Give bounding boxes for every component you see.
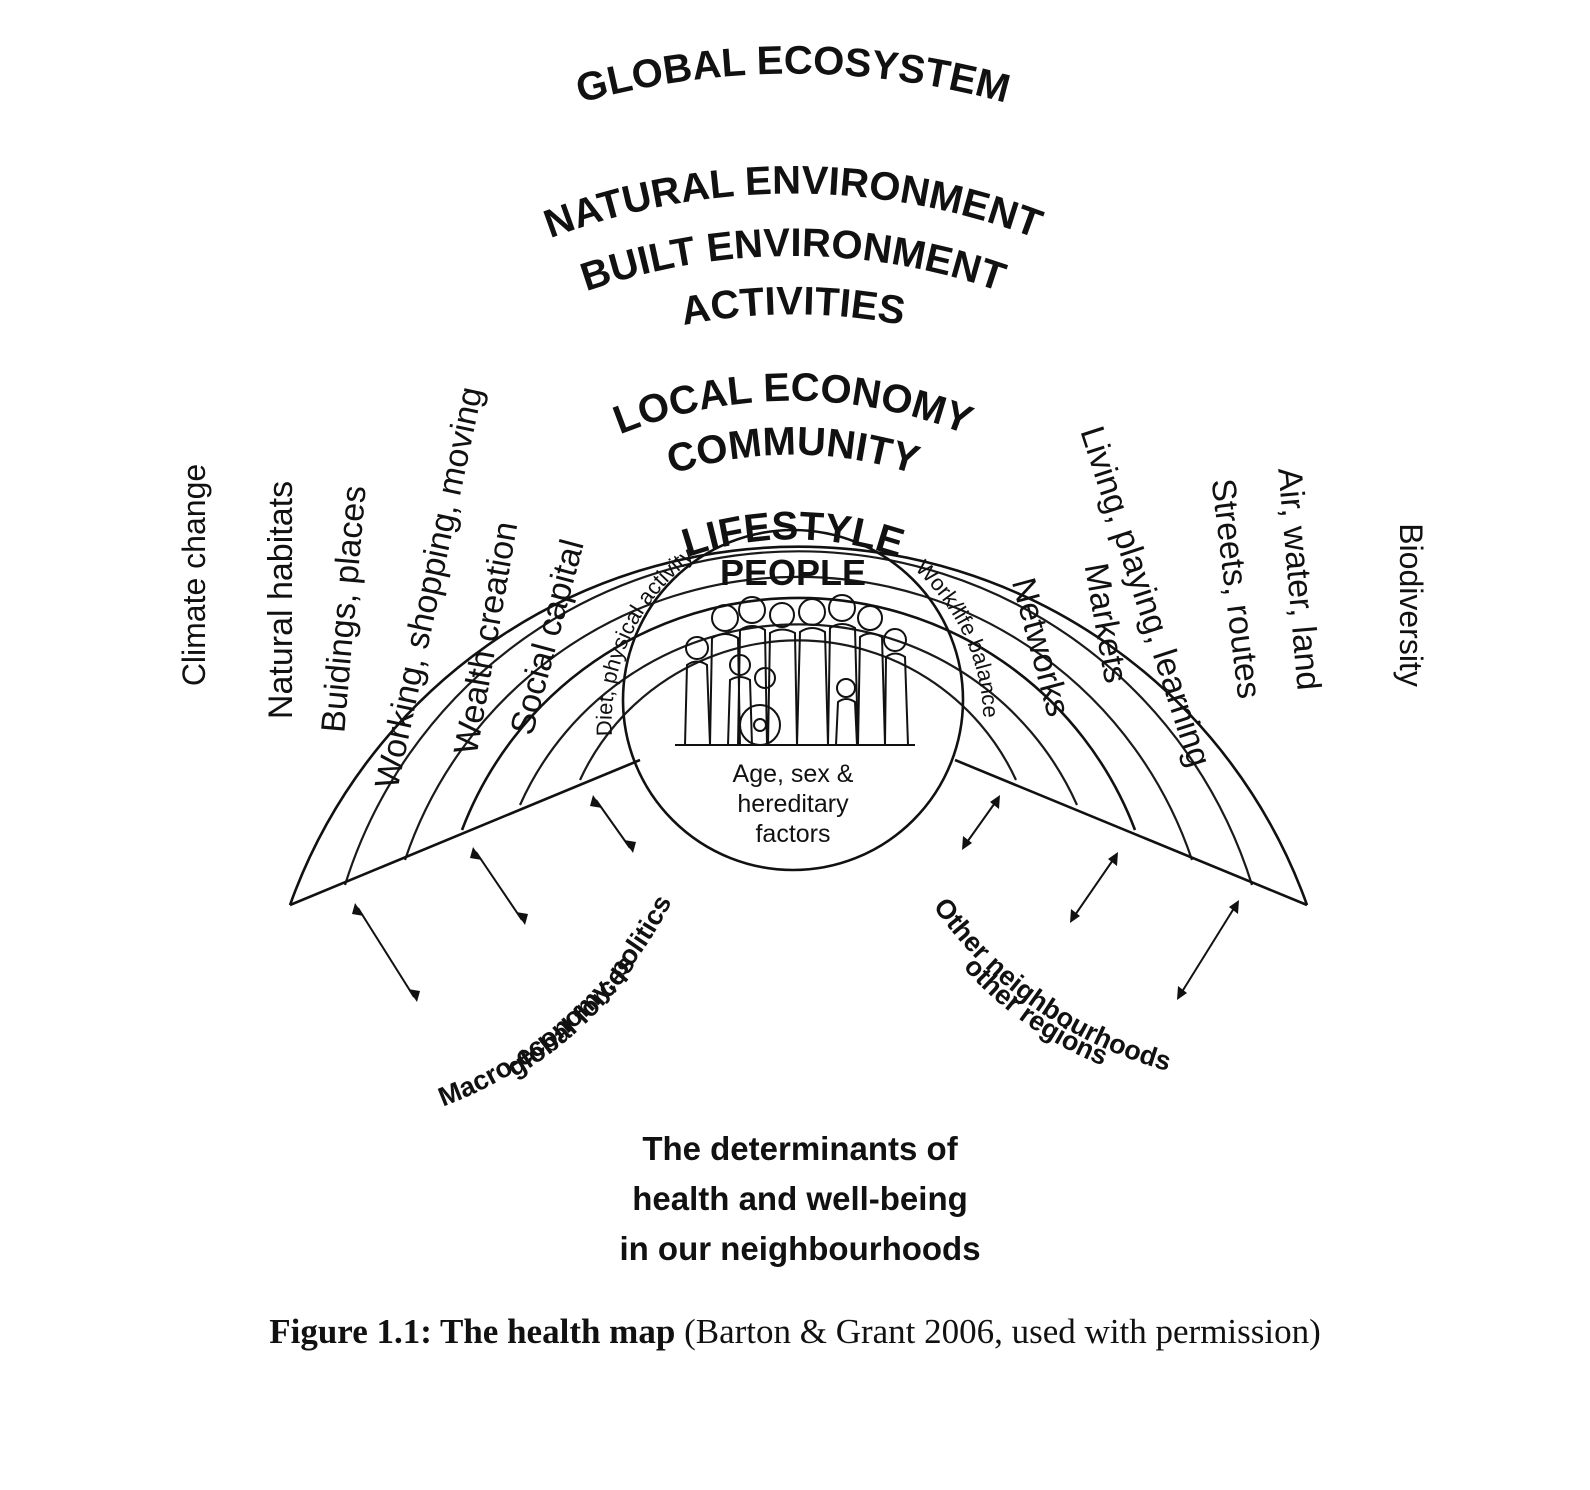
determinants-line3: in our neighbourhoods [619, 1230, 980, 1267]
macro-economy-label: Macro-economy, politics [434, 890, 677, 1112]
double-arrow-icon [352, 903, 420, 1002]
diet-activity-label: Diet, physical activity [592, 542, 698, 736]
ring-community-inner [579, 639, 1017, 781]
double-arrow-icon [590, 795, 636, 853]
double-arrow-icon [962, 795, 1000, 850]
right-base-line [954, 758, 1308, 907]
double-arrows [352, 795, 1239, 1002]
people-group-illustration [675, 594, 915, 746]
figure-caption-title: Figure 1.1: The health map [269, 1312, 676, 1351]
ring-economy-inner [518, 623, 1079, 806]
determinants-line1: The determinants of [642, 1130, 958, 1167]
community-label: COMMUNITY [662, 419, 925, 482]
activities-label: ACTIVITIES [678, 279, 909, 334]
people-sub-line1: Age, sex & [733, 760, 854, 788]
double-arrow-icon [1177, 900, 1239, 1000]
people-circle [621, 528, 965, 872]
ring-natural-outer [288, 545, 1309, 906]
natural-habitats-label: Natural habitats [262, 481, 300, 719]
people-title: PEOPLE [720, 552, 866, 593]
other-regions-label: other regions [958, 951, 1112, 1071]
global-ecosystem-label: GLOBAL ECOSYSTEM [572, 39, 1015, 112]
biodiversity-label: Biodiversity [1393, 523, 1429, 687]
people-sub-line2: hereditary [737, 790, 849, 818]
networks-label: Networks [1004, 574, 1077, 721]
people-sub-line3: factors [755, 820, 830, 848]
ring-outlines [288, 545, 1309, 907]
air-water-land-label: Air, water, land [1270, 466, 1327, 691]
climate-change-label: Climate change [176, 464, 212, 686]
ring-natural-inner [343, 550, 1254, 886]
figure-caption: Figure 1.1: The health map (Barton & Gra… [0, 1312, 1590, 1352]
global-forces-label: global forces [502, 950, 641, 1083]
double-arrow-icon [470, 847, 528, 925]
determinants-line2: health and well-being [632, 1180, 968, 1217]
ring-activities-inner [460, 596, 1137, 831]
left-base-line [289, 758, 641, 907]
double-arrow-icon [1070, 852, 1118, 923]
streets-routes-label: Streets, routes [1204, 477, 1269, 701]
ring-built-inner [403, 575, 1194, 861]
figure-caption-source: (Barton & Grant 2006, used with permissi… [675, 1312, 1321, 1351]
buildings-places-label: Buidings, places [314, 484, 373, 734]
other-neighbourhoods-label: Other neighbourhoods [928, 892, 1175, 1077]
